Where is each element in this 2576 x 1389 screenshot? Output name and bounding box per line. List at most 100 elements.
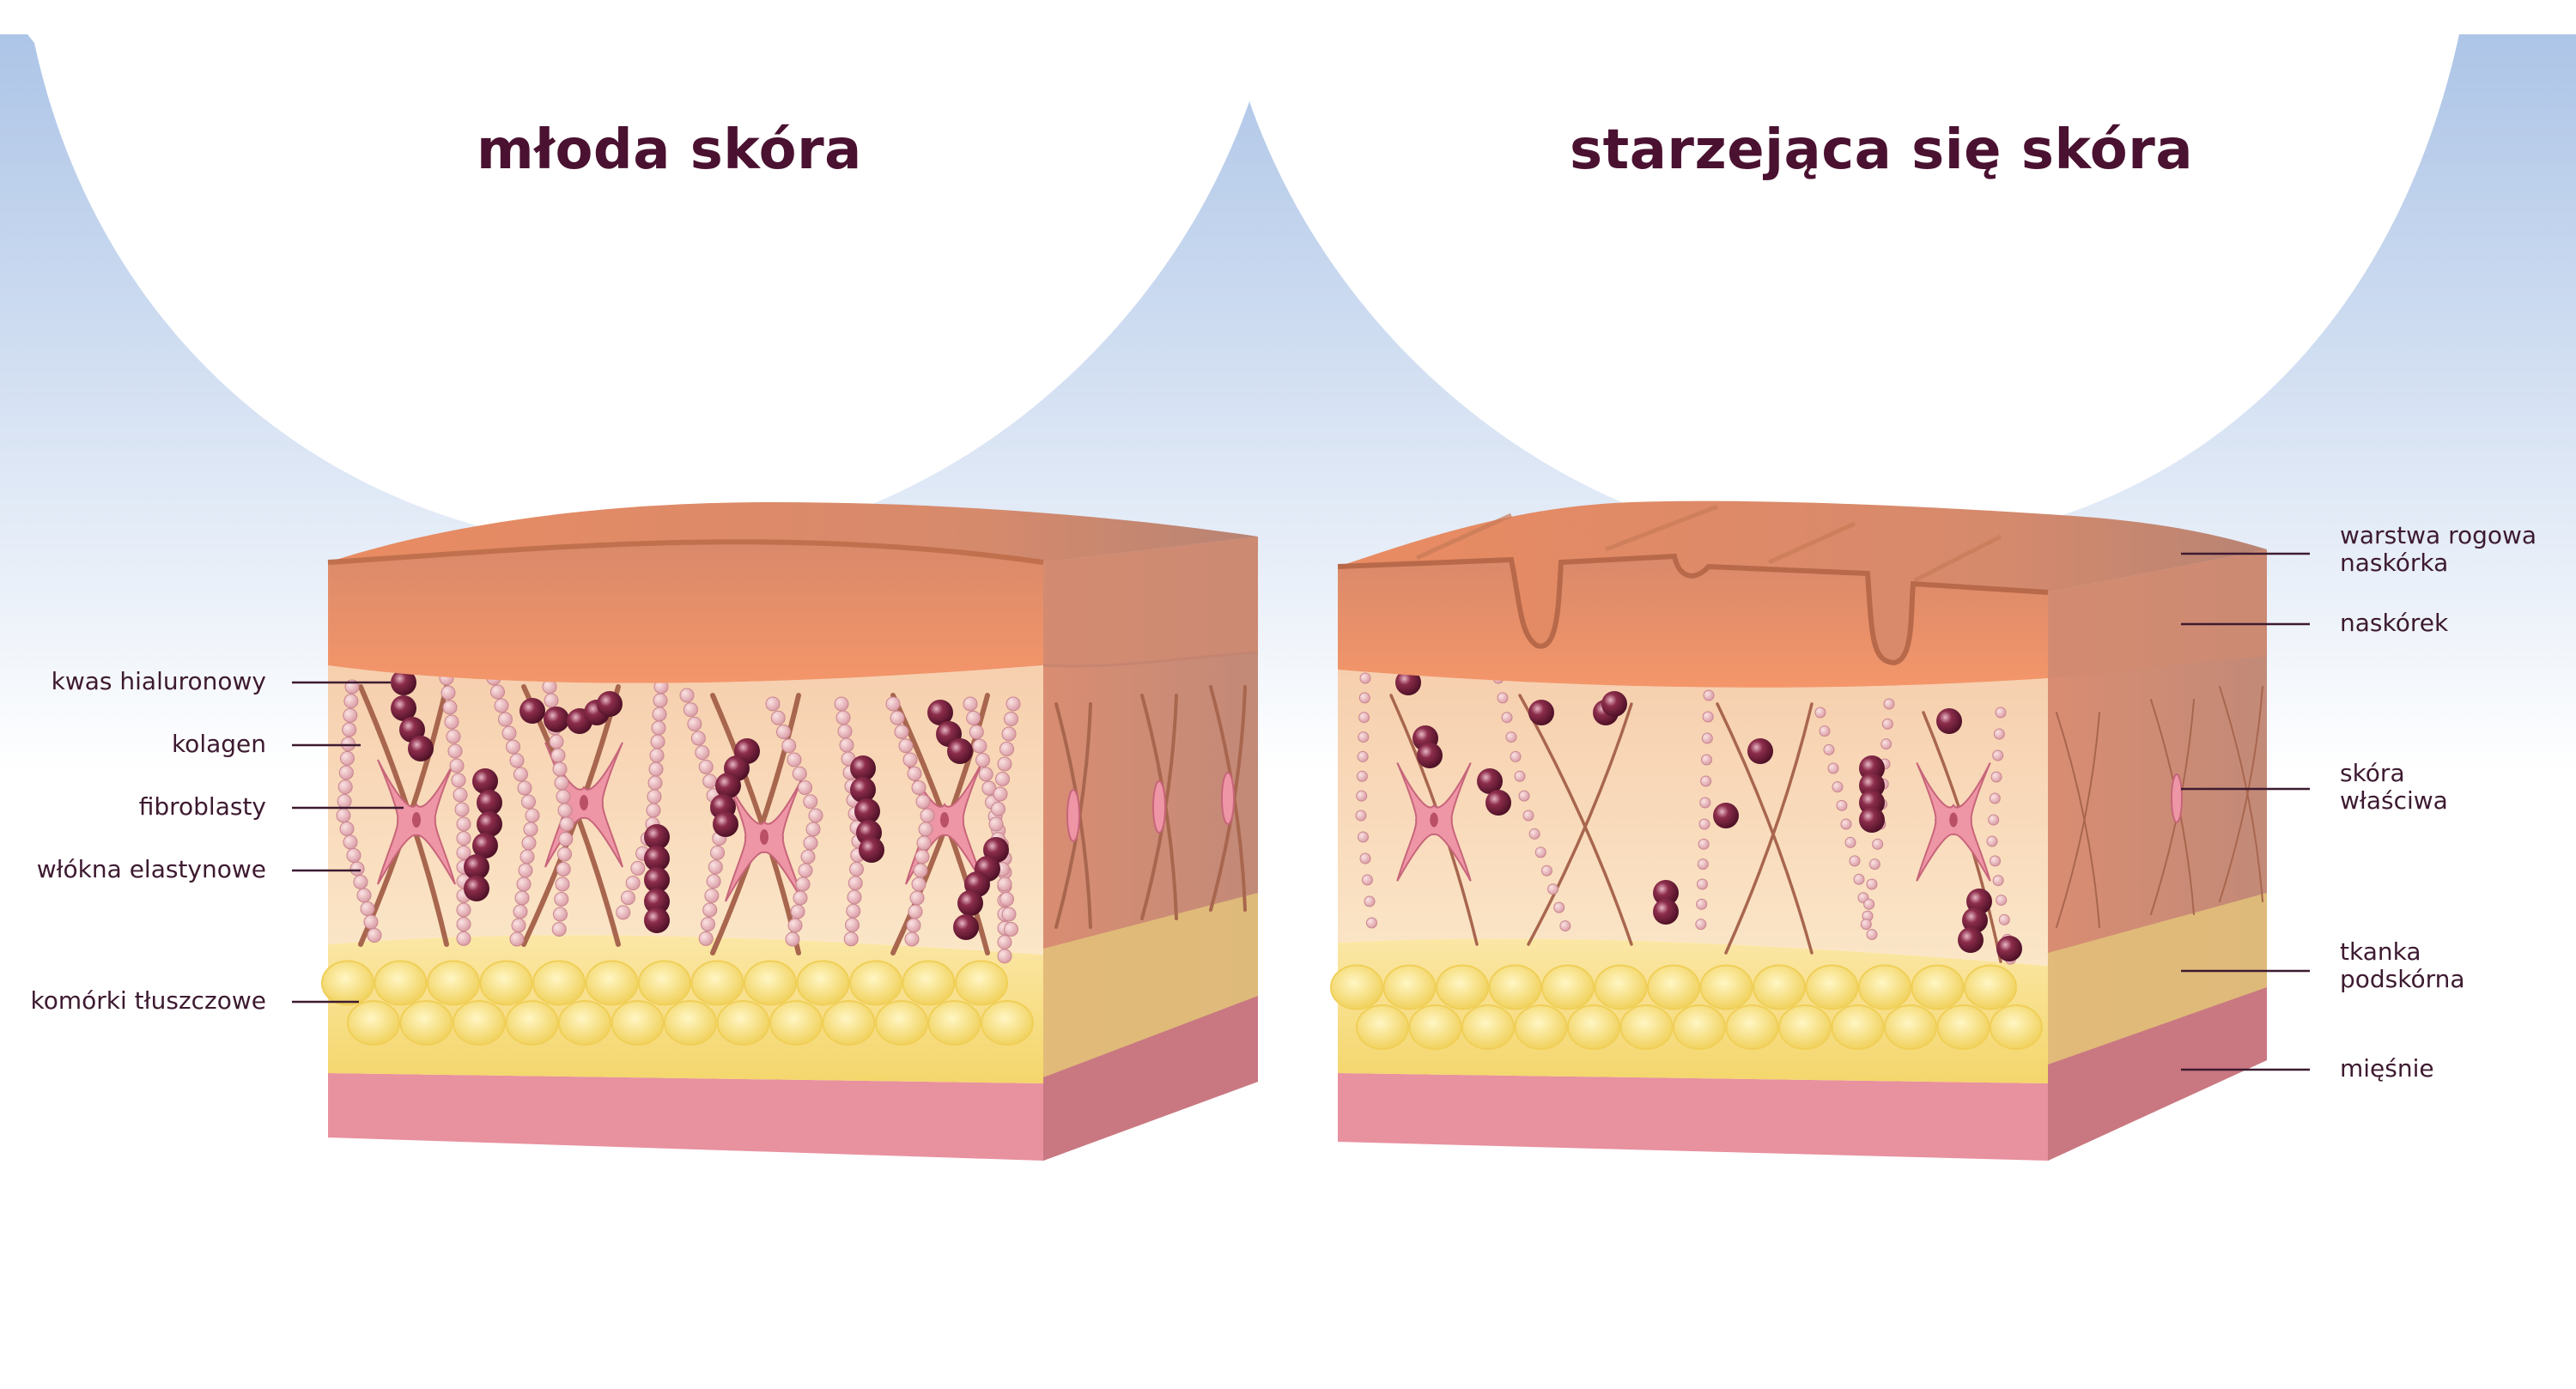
elastin-bead	[790, 904, 805, 919]
fat-cell	[585, 960, 639, 1006]
elastin-bead	[914, 849, 930, 864]
elastin-bead	[843, 931, 859, 947]
hyaluronic-acid-molecule	[927, 700, 953, 725]
hyaluronic-acid-molecule	[859, 837, 884, 863]
elastin-bead	[981, 780, 997, 796]
hyaluronic-acid-molecule	[544, 707, 569, 732]
fibroblast-nucleus	[1949, 812, 1958, 828]
hyaluronic-acid-molecule	[953, 914, 979, 940]
elastin-bead	[1514, 770, 1526, 782]
hyaluronic-acid-molecule	[391, 670, 416, 695]
elastin-bead	[616, 905, 631, 920]
elastin-bead	[835, 710, 851, 725]
elastin-bead	[336, 808, 351, 823]
elastin-bead	[1540, 864, 1552, 876]
elastin-bead	[890, 710, 905, 725]
fat-cell	[849, 960, 902, 1006]
elastin-bead	[1989, 792, 2001, 804]
elastin-bead	[501, 725, 517, 741]
fat-cell	[1805, 964, 1859, 1010]
fat-cell	[1382, 964, 1437, 1010]
elastin-bead	[916, 835, 932, 851]
elastin-bead	[553, 907, 568, 922]
elastin-bead	[554, 775, 569, 791]
aging-fat-cells	[1330, 964, 2043, 1050]
hyaluronic-acid-molecule	[1601, 691, 1627, 717]
elastin-bead	[506, 739, 520, 755]
elastin-bead	[454, 802, 470, 817]
elastin-bead	[1988, 814, 2000, 826]
fat-cell	[875, 1000, 928, 1046]
elastin-bead	[1819, 725, 1831, 737]
elastin-bead	[1814, 707, 1826, 719]
hyaluronic-acid-molecule	[1962, 907, 1988, 933]
elastin-bead	[800, 849, 816, 864]
fibroblast-nucleus	[1430, 812, 1438, 828]
elastin-bead	[1996, 895, 2008, 907]
fat-cell	[769, 1000, 823, 1046]
elastin-bead	[690, 731, 706, 746]
elastin-bead	[975, 752, 991, 767]
elastin-bead	[1501, 712, 1513, 724]
elastin-bead	[1696, 898, 1708, 910]
elastin-bead	[456, 917, 471, 932]
elastin-bead	[339, 822, 355, 836]
elastin-bead	[700, 917, 715, 932]
hyaluronic-acid-molecule	[644, 867, 670, 893]
elastin-bead	[456, 902, 471, 918]
young-side-fibers	[1054, 685, 1247, 929]
fat-cell	[927, 1000, 981, 1046]
hyaluronic-acid-molecule	[1395, 670, 1421, 695]
elastin-bead	[1995, 707, 2007, 719]
elastin-bead	[557, 846, 572, 862]
elastin-bead	[647, 775, 663, 791]
elastin-bead	[1700, 775, 1712, 787]
fat-cell	[399, 1000, 453, 1046]
elastin-bead	[785, 931, 800, 947]
elastin-bead	[521, 835, 537, 851]
elastin-bead	[1992, 875, 2004, 887]
collagen-fiber	[1716, 702, 1814, 955]
fat-cell	[796, 960, 850, 1006]
young-epidermis-layer	[328, 542, 1043, 683]
fat-cell	[1884, 1004, 1937, 1050]
fat-cell	[744, 960, 797, 1006]
hyaluronic-acid-molecule	[464, 854, 489, 880]
elastin-bead	[839, 737, 854, 753]
fat-cell	[1699, 964, 1753, 1010]
elastin-bead	[793, 890, 808, 906]
fat-cell	[1461, 1004, 1515, 1050]
elastin-bead	[1701, 732, 1713, 744]
background-cloud-right	[1249, 0, 2466, 549]
elastin-bead	[997, 756, 1012, 772]
elastin-bead	[1358, 731, 1370, 743]
elastin-bead	[904, 931, 920, 947]
elastin-bead	[1699, 797, 1711, 809]
fat-cell	[1673, 1004, 1726, 1050]
fat-cell	[1541, 964, 1595, 1010]
elastin-bead	[770, 710, 786, 725]
fat-cell	[532, 960, 586, 1006]
elastin-bead	[341, 737, 356, 752]
fat-cell	[1330, 964, 1383, 1010]
elastin-bead	[698, 759, 714, 774]
hyaluronic-acid-molecule	[1417, 743, 1443, 768]
background-cloud-left	[0, 0, 1249, 549]
elastin-bead	[456, 816, 471, 832]
elastin-bead	[1844, 836, 1856, 848]
elastin-bead	[997, 876, 1012, 892]
elastin-bead	[1005, 696, 1021, 712]
elastin-bead	[1866, 878, 1878, 890]
title-aging-skin: starzejąca się skóra	[1570, 118, 2193, 182]
fat-cell	[427, 960, 480, 1006]
label-fibroblasts: fibroblasty	[138, 792, 266, 821]
fat-cell	[1647, 964, 1700, 1010]
fat-cell	[321, 960, 374, 1006]
label-muscles: mięśnie	[2340, 1054, 2434, 1083]
elastin-bead	[999, 892, 1014, 907]
elastin-bead	[902, 752, 918, 767]
hyaluronic-acid-molecule	[477, 811, 502, 837]
young-fat-cells	[321, 960, 1034, 1046]
hyaluronic-acid-molecule	[1958, 927, 1984, 953]
elastin-bead	[343, 834, 358, 850]
